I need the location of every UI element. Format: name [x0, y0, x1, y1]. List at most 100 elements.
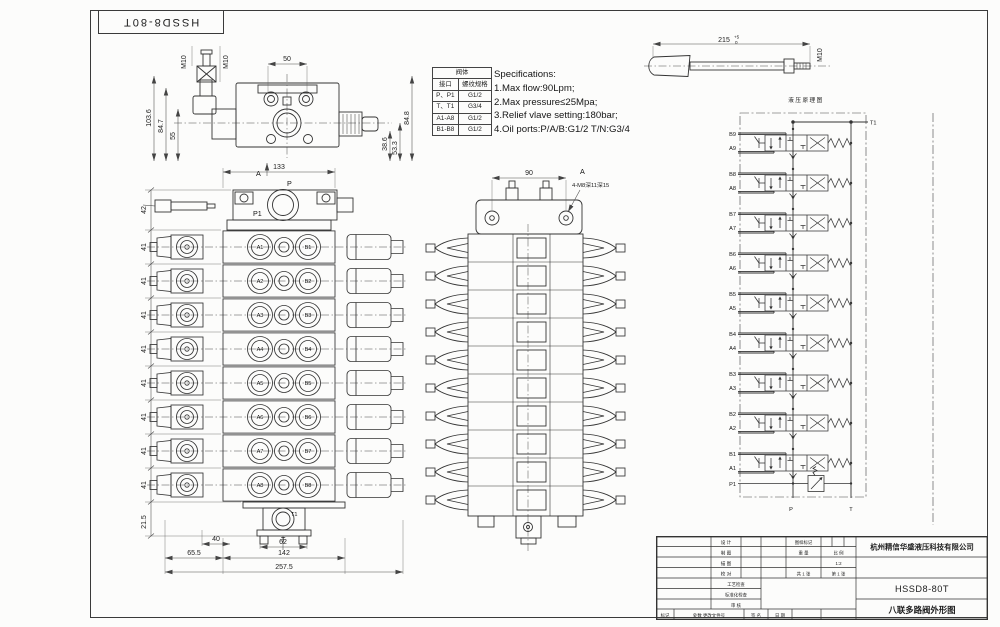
side-view-dimensions: 90 A 4-M8深11深15: [491, 167, 609, 213]
tb-row-process: 工艺检查: [727, 581, 745, 588]
side-view-body: [467, 233, 584, 545]
tb-mark-header: 图样标记: [795, 539, 813, 546]
specs-line-1: 1.Max flow:90Lpm;: [494, 82, 575, 94]
tb-bottom-sign: 签 名: [751, 612, 761, 619]
schematic-sections: B9 A9 B8 A8 B7 A7 B6 A6 B5 A5 B4 A4 B3 A…: [729, 127, 853, 481]
port-a6: A6: [257, 415, 264, 421]
dim-55: 55: [170, 132, 177, 140]
port-b2: B2: [305, 279, 312, 285]
schematic-relief: [738, 466, 853, 492]
port-b3: B3: [305, 313, 312, 319]
port-a5: A5: [257, 381, 264, 387]
specs-line-3: 3.Relief vlave setting:180bar;: [494, 110, 618, 122]
schematic-title: 液压原理图: [788, 96, 823, 104]
dim-65-5: 65.5: [187, 550, 201, 557]
port-table-title: 阀体: [432, 66, 492, 80]
port-b5: B5: [305, 381, 312, 387]
lever-view: 215 +5 0 M10: [644, 35, 830, 77]
dim-m10-lever: M10: [817, 48, 824, 62]
port-b4: B4: [305, 347, 312, 353]
front-view-sections: A1 B1 A2 B2 A3 B3 A4 B4 A5 B5 A6 B6 A7 B…: [146, 230, 408, 502]
dim-84-8: 84.8: [404, 111, 411, 125]
thread-cell: G3/4: [457, 101, 493, 114]
dim-41-6: 41: [141, 413, 148, 421]
tb-sheet-no: 第 1 张: [832, 570, 846, 577]
port-cell: B1-B8: [432, 123, 459, 137]
port-b6: B6: [305, 415, 312, 421]
sch-b2: B2: [729, 412, 736, 418]
port-a3: A3: [257, 313, 264, 319]
sch-a8: A8: [729, 186, 736, 192]
tb-row-design: 设 计: [721, 539, 732, 546]
tb-bottom-changes: 处数 更改文件号: [693, 612, 726, 619]
dim-215-tol-low: 0: [735, 40, 738, 45]
front-view: P P1 A1 B1 A2 B2 A3 B3 A4 B4 A5 B5 A6 B6…: [141, 164, 408, 575]
schematic-label-p1: P1: [729, 482, 736, 488]
title-block-text: 设 计 制 图 描 图 校 对 工艺检查 标准化检查 审 核 标记 处数 更改文…: [661, 539, 974, 619]
tb-row-draw: 制 图: [721, 549, 732, 556]
sch-a1: A1: [729, 466, 736, 472]
port-a2: A2: [257, 279, 264, 285]
dim-m10-left: M10: [181, 55, 188, 69]
sch-a5: A5: [729, 306, 736, 312]
side-view: 90 A 4-M8深11深15: [425, 167, 626, 553]
dim-50: 50: [283, 56, 291, 63]
front-view-bottom-cap: [242, 501, 346, 550]
tb-weight-header: 重 量: [798, 549, 809, 556]
port-b1: B1: [305, 245, 312, 251]
corner-title-label: HSSD8-80T: [122, 16, 200, 28]
dim-41-8: 41: [141, 481, 148, 489]
sch-b3: B3: [729, 372, 736, 378]
sch-a3: A3: [729, 386, 736, 392]
dim-62: 62: [279, 539, 287, 546]
dim-21-5: 21.5: [141, 515, 148, 529]
port-cell: P、P1: [432, 89, 459, 103]
dim-84-7: 84.7: [158, 119, 165, 133]
sch-b6: B6: [729, 252, 736, 258]
tb-row-standard: 标准化检查: [725, 591, 748, 598]
schematic-label-t: T: [849, 507, 853, 513]
dim-90: 90: [525, 170, 533, 177]
port-label-t1: T1: [291, 512, 298, 518]
dim-41-4: 41: [141, 345, 148, 353]
port-a1: A1: [257, 245, 264, 251]
lever-body: [648, 55, 811, 77]
tb-sheet-total: 共 1 张: [797, 570, 811, 577]
drawing-frame: [90, 10, 988, 618]
dim-53-3: 53.3: [392, 141, 399, 155]
port-a7: A7: [257, 449, 264, 455]
tb-scale-header: 比 例: [833, 549, 844, 556]
schematic-mains: [791, 120, 868, 498]
sch-a4: A4: [729, 346, 736, 352]
lever-dimensions: 215 +5 0 M10: [652, 35, 824, 62]
tb-bottom-date: 日 期: [775, 613, 786, 619]
dim-41-5: 41: [141, 379, 148, 387]
port-b8: B8: [305, 483, 312, 489]
dim-41-7: 41: [141, 447, 148, 455]
dim-41-2: 41: [141, 277, 148, 285]
dim-103-6: 103.6: [146, 109, 153, 127]
port-cell: A1-A8: [432, 112, 459, 125]
schematic-boundary: [739, 112, 867, 498]
dim-133: 133: [273, 164, 285, 171]
port-a4: A4: [257, 347, 264, 353]
tb-row-trace: 描 图: [721, 560, 732, 567]
thread-note: 4-M8深11深15: [572, 181, 609, 189]
schematic-label-t1: T1: [870, 121, 877, 127]
dim-42: 42: [141, 206, 148, 214]
dim-41-3: 41: [141, 311, 148, 319]
front-view-dimensions: 133 42 41 41 41 41 41 41 41 41 21.5 40 6…: [141, 164, 404, 575]
title-block: 设 计 制 图 描 图 校 对 工艺检查 标准化检查 审 核 标记 处数 更改文…: [655, 535, 989, 620]
sch-a6: A6: [729, 266, 736, 272]
dim-142: 142: [278, 550, 290, 557]
title-block-grid: [655, 535, 989, 620]
thread-cell: G1/2: [457, 112, 493, 125]
specs-title: Specifications:: [494, 69, 556, 80]
sch-b1: B1: [729, 452, 736, 458]
thread-cell: G1/2: [457, 89, 493, 103]
port-a8: A8: [257, 483, 264, 489]
dim-m10-right: M10: [223, 55, 230, 69]
specifications: Specifications: 1.Max flow:90Lpm; 2.Max …: [494, 68, 709, 137]
hydraulic-schematic: 液压原理图 T1 B9 A9 B8 A8 B7 A7 B6: [729, 96, 934, 525]
